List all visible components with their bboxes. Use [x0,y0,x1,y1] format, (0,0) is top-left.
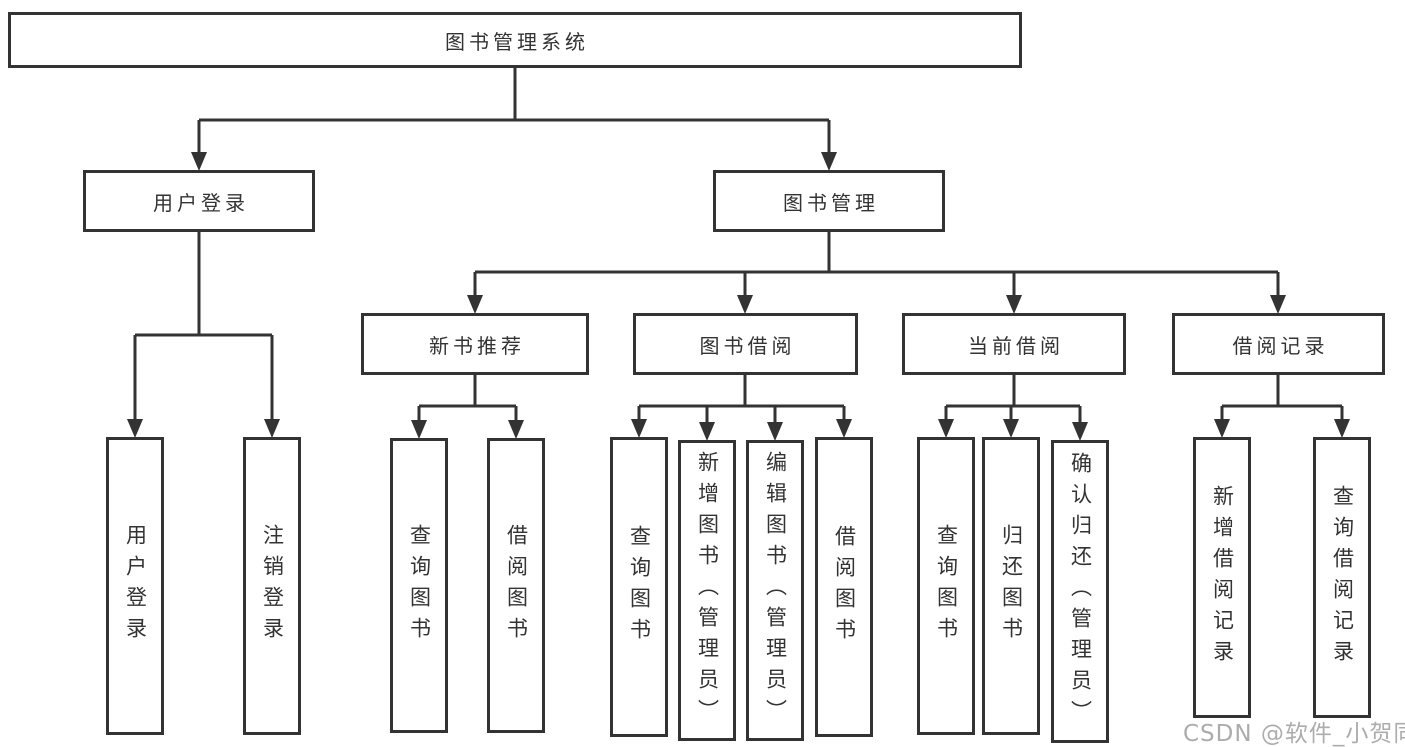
leaf-return-books: 归还图书 [982,437,1040,735]
leaf-query-books-borrowing: 查询图书 [610,437,668,737]
node-book-borrowing: 图书借阅 [633,313,858,375]
leaf-query-books-current: 查询图书 [917,437,975,735]
node-book-management-system: 图书管理系统 [8,12,1022,68]
node-new-book-recommendation: 新书推荐 [361,313,589,375]
node-borrowing-records: 借阅记录 [1172,313,1385,375]
leaf-query-borrow-record: 查询借阅记录 [1313,437,1371,718]
leaf-user-login: 用户登录 [106,437,164,735]
leaf-borrow-books: 借阅图书 [815,437,873,737]
leaf-add-books-admin: 新增图书（管理员） [678,440,736,741]
leaf-add-borrow-record: 新增借阅记录 [1193,437,1251,718]
node-current-borrowing: 当前借阅 [902,313,1126,375]
leaf-logout: 注销登录 [243,437,301,735]
leaf-borrow-books-recommend: 借阅图书 [487,438,545,733]
node-user-login-branch: 用户登录 [83,170,315,232]
csdn-watermark: CSDN @软件_小贺同学 [1183,721,1405,747]
leaf-edit-books-admin: 编辑图书（管理员） [746,440,804,741]
leaf-query-books-recommend: 查询图书 [390,438,448,733]
leaf-confirm-return-admin: 确认归还（管理员） [1051,440,1109,743]
node-book-management-branch: 图书管理 [713,170,945,232]
